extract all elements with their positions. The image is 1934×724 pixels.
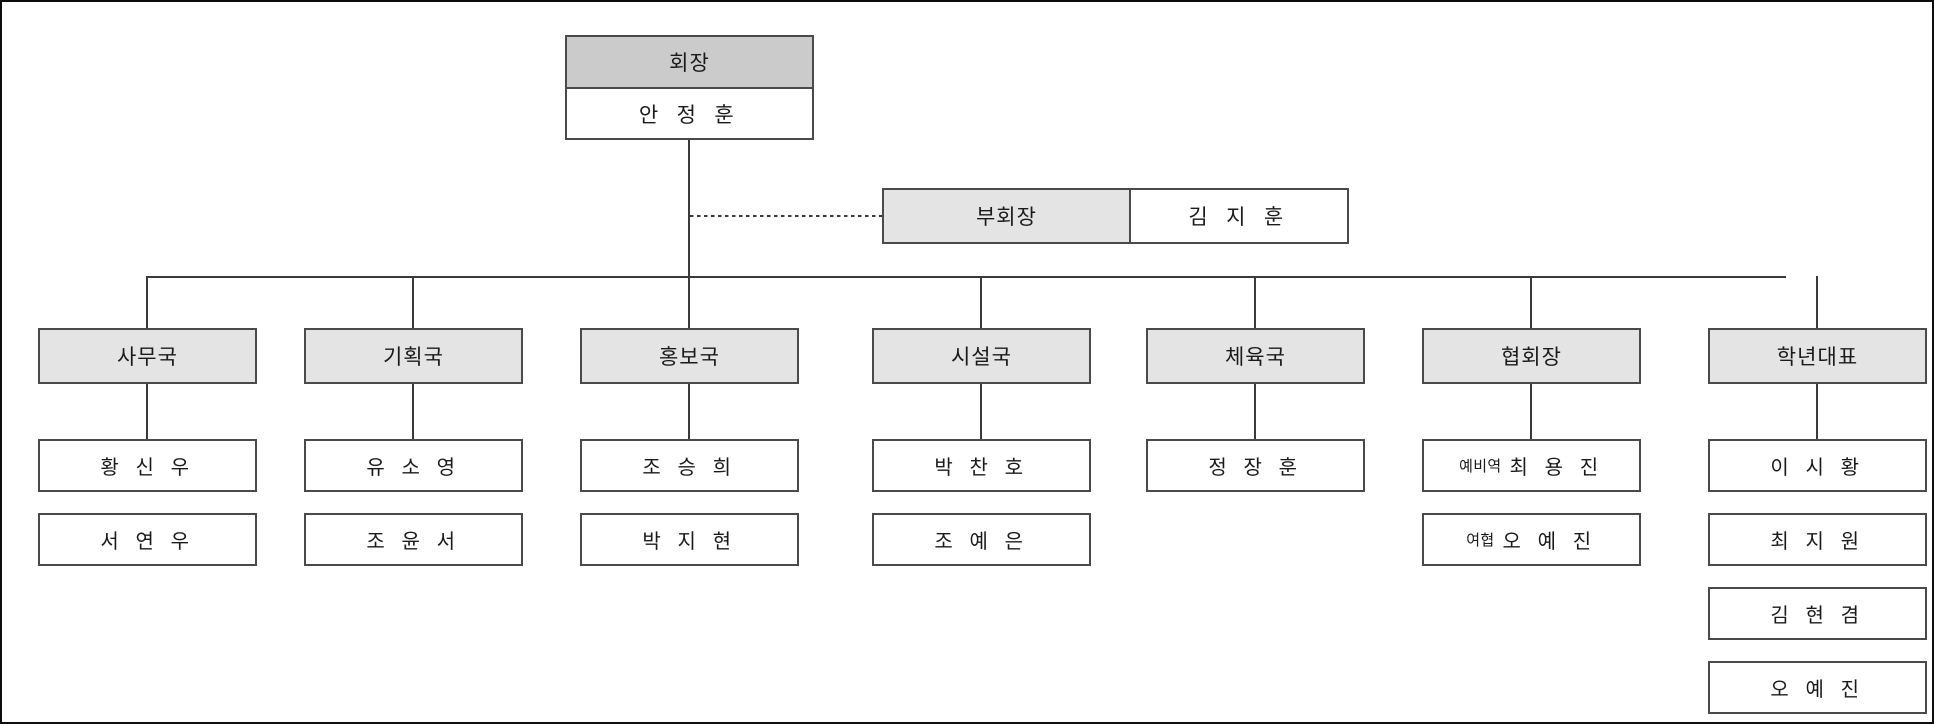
member-name-3-0: 박 찬 호 bbox=[934, 457, 1029, 479]
connector-drop-dept-1 bbox=[412, 276, 414, 328]
member-name-5-0: 최 용 진 bbox=[1509, 457, 1604, 479]
connector-drop-dept-3 bbox=[980, 276, 982, 328]
member-prefix-5-0: 예비역 bbox=[1459, 458, 1502, 475]
node-member-6-3[interactable]: 오 예 진 bbox=[1708, 661, 1927, 714]
member-name-3-1: 조 예 은 bbox=[934, 531, 1029, 553]
connector-dept-0-members bbox=[146, 384, 148, 439]
node-member-1-1[interactable]: 조 윤 서 bbox=[304, 513, 523, 566]
node-department-3[interactable]: 시설국 bbox=[872, 328, 1091, 384]
member-name-6-0: 이 시 황 bbox=[1770, 457, 1865, 479]
node-member-3-1[interactable]: 조 예 은 bbox=[872, 513, 1091, 566]
node-member-1-0[interactable]: 유 소 영 bbox=[304, 439, 523, 492]
node-member-2-0[interactable]: 조 승 희 bbox=[580, 439, 799, 492]
connector-drop-dept-0 bbox=[146, 276, 148, 328]
member-name-2-0: 조 승 희 bbox=[642, 457, 737, 479]
connector-dept-5-members bbox=[1530, 384, 1532, 439]
department-label-6: 학년대표 bbox=[1776, 346, 1859, 369]
node-department-1[interactable]: 기획국 bbox=[304, 328, 523, 384]
connector-vice-president-dotted bbox=[690, 215, 882, 217]
connector-drop-dept-4 bbox=[1254, 276, 1256, 328]
department-label-4: 체육국 bbox=[1224, 346, 1287, 369]
connector-department-bus bbox=[146, 276, 1786, 278]
member-name-1-1: 조 윤 서 bbox=[366, 531, 461, 553]
connector-dept-3-members bbox=[980, 384, 982, 439]
member-name-4-0: 정 장 훈 bbox=[1208, 457, 1303, 479]
node-member-5-0[interactable]: 예비역 최 용 진 bbox=[1422, 439, 1641, 492]
node-member-0-1[interactable]: 서 연 우 bbox=[38, 513, 257, 566]
node-member-4-0[interactable]: 정 장 훈 bbox=[1146, 439, 1365, 492]
president-role-label: 회장 bbox=[565, 35, 814, 87]
vice-president-name: 김 지 훈 bbox=[1129, 188, 1349, 244]
node-member-6-0[interactable]: 이 시 황 bbox=[1708, 439, 1927, 492]
node-department-5[interactable]: 협회장 bbox=[1422, 328, 1641, 384]
department-label-3: 시설국 bbox=[950, 346, 1013, 369]
member-prefix-5-1: 여협 bbox=[1466, 532, 1495, 549]
president-name: 안 정 훈 bbox=[565, 87, 814, 140]
node-member-3-0[interactable]: 박 찬 호 bbox=[872, 439, 1091, 492]
department-label-1: 기획국 bbox=[382, 346, 445, 369]
node-member-6-2[interactable]: 김 현 겸 bbox=[1708, 587, 1927, 640]
connector-dept-1-members bbox=[412, 384, 414, 439]
connector-president-stem bbox=[688, 140, 690, 278]
member-name-5-1: 오 예 진 bbox=[1502, 531, 1597, 553]
department-label-2: 홍보국 bbox=[658, 346, 721, 369]
node-department-6[interactable]: 학년대표 bbox=[1708, 328, 1927, 384]
node-member-5-1[interactable]: 여협 오 예 진 bbox=[1422, 513, 1641, 566]
node-vice-president[interactable]: 부회장 김 지 훈 bbox=[882, 188, 1349, 244]
member-name-6-3: 오 예 진 bbox=[1770, 679, 1865, 701]
node-department-0[interactable]: 사무국 bbox=[38, 328, 257, 384]
member-name-2-1: 박 지 현 bbox=[642, 531, 737, 553]
node-member-0-0[interactable]: 황 신 우 bbox=[38, 439, 257, 492]
vice-president-role-label: 부회장 bbox=[882, 188, 1129, 244]
connector-drop-dept-6 bbox=[1816, 276, 1818, 328]
node-department-2[interactable]: 홍보국 bbox=[580, 328, 799, 384]
connector-drop-dept-5 bbox=[1530, 276, 1532, 328]
connector-drop-dept-2 bbox=[688, 276, 690, 328]
member-name-0-0: 황 신 우 bbox=[100, 457, 195, 479]
department-label-5: 협회장 bbox=[1500, 346, 1563, 369]
connector-dept-2-members bbox=[688, 384, 690, 439]
node-president[interactable]: 회장 안 정 훈 bbox=[565, 35, 814, 140]
member-name-6-2: 김 현 겸 bbox=[1770, 605, 1865, 627]
member-name-6-1: 최 지 원 bbox=[1770, 531, 1865, 553]
node-member-2-1[interactable]: 박 지 현 bbox=[580, 513, 799, 566]
node-member-6-1[interactable]: 최 지 원 bbox=[1708, 513, 1927, 566]
connector-dept-4-members bbox=[1254, 384, 1256, 439]
department-label-0: 사무국 bbox=[116, 346, 179, 369]
node-department-4[interactable]: 체육국 bbox=[1146, 328, 1365, 384]
member-name-1-0: 유 소 영 bbox=[366, 457, 461, 479]
member-name-0-1: 서 연 우 bbox=[100, 531, 195, 553]
connector-dept-6-members bbox=[1816, 384, 1818, 439]
